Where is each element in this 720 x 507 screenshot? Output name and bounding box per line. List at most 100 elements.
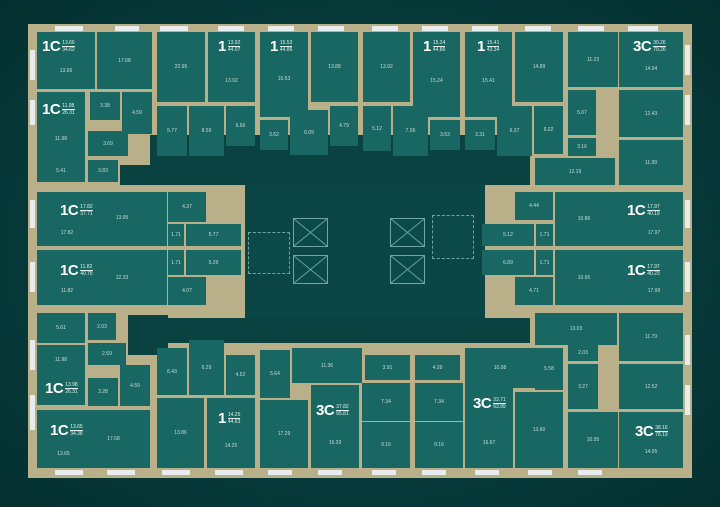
room[interactable]: 2.03 [88, 313, 116, 340]
window [30, 50, 35, 80]
room[interactable]: 2.69 [88, 343, 126, 365]
room[interactable]: 5.64 [260, 350, 290, 398]
room[interactable]: 5.77 [157, 106, 187, 156]
room[interactable]: 9.16 [362, 422, 410, 468]
room[interactable]: 14.05 [619, 412, 683, 468]
room[interactable]: 5.61 [37, 313, 85, 343]
room[interactable]: 13.92 [208, 32, 255, 102]
room[interactable]: 6.37 [497, 106, 532, 156]
room[interactable]: 7.34 [362, 383, 410, 421]
room[interactable]: 11.99 [619, 140, 683, 185]
room[interactable]: 22.95 [157, 32, 205, 102]
room[interactable]: 4.37 [168, 192, 206, 222]
room[interactable]: 12.52 [619, 364, 683, 409]
room[interactable]: 7.06 [393, 106, 428, 156]
room[interactable]: 16.67 [465, 385, 513, 468]
room[interactable]: 4.71 [515, 277, 553, 305]
room[interactable]: 3.16 [568, 138, 596, 156]
room[interactable]: 1.71 [168, 250, 184, 275]
room[interactable]: 13.92 [363, 32, 410, 102]
room[interactable]: 13.88 [311, 32, 358, 102]
room[interactable]: 4.59 [122, 92, 152, 134]
room[interactable]: 3.38 [90, 92, 120, 120]
room[interactable]: 12.19 [535, 158, 615, 185]
room[interactable]: 5.29 [186, 250, 241, 275]
room[interactable]: 17.68 [97, 32, 152, 89]
room[interactable]: 3.69 [88, 131, 128, 156]
room[interactable]: 11.36 [292, 348, 362, 383]
room[interactable]: 6.09 [290, 110, 328, 155]
room[interactable]: 5.07 [568, 90, 596, 135]
room[interactable]: 14.25 [207, 398, 255, 468]
room[interactable]: 10.95 [568, 412, 618, 468]
room[interactable]: 14.04 [619, 32, 683, 87]
room[interactable]: 6.66 [226, 106, 255, 146]
room[interactable]: 3.53 [430, 120, 460, 150]
room[interactable]: 17.29 [260, 400, 308, 468]
room[interactable]: 10.98 [465, 348, 535, 388]
room[interactable]: 5.41 [37, 160, 85, 182]
room[interactable]: 11.23 [568, 32, 618, 87]
room[interactable]: 3.62 [260, 120, 288, 150]
room[interactable]: 4.52 [226, 355, 255, 395]
room[interactable]: 4.59 [120, 365, 150, 406]
room[interactable]: 3.83 [88, 160, 118, 182]
room[interactable]: 1.71 [536, 250, 553, 275]
room[interactable]: 12.43 [619, 90, 683, 137]
room[interactable]: 1.71 [536, 224, 553, 246]
room[interactable]: 11.79 [619, 313, 683, 361]
room[interactable]: 13.03 [535, 313, 617, 345]
room[interactable]: 4.07 [168, 277, 206, 305]
room[interactable]: 11.98 [37, 345, 85, 405]
window [162, 470, 190, 475]
room[interactable]: 6.02 [534, 106, 563, 154]
room[interactable]: 2.03 [568, 345, 598, 361]
room[interactable]: 13.86 [157, 398, 204, 468]
room[interactable]: 13.60 [515, 392, 563, 468]
room[interactable]: 6.89 [482, 250, 534, 275]
room[interactable]: 7.34 [415, 383, 463, 421]
room[interactable]: 5.58 [535, 348, 563, 390]
room[interactable]: 1.71 [168, 224, 184, 246]
room[interactable]: 3.27 [568, 364, 598, 409]
room[interactable]: 5.12 [482, 224, 534, 246]
room[interactable]: 5.77 [186, 224, 241, 246]
room[interactable]: 3.31 [465, 120, 495, 150]
room[interactable]: 13.66 [37, 32, 95, 89]
room[interactable]: 6.43 [157, 348, 187, 395]
room[interactable]: 3.91 [365, 355, 410, 380]
room[interactable]: 5.12 [363, 106, 391, 151]
room[interactable]: 14.89 [515, 32, 563, 102]
window [218, 26, 244, 31]
room[interactable]: 9.16 [415, 422, 463, 468]
room[interactable]: 6.29 [189, 340, 224, 395]
room[interactable]: 4.79 [330, 106, 358, 146]
room[interactable]: 8.59 [189, 106, 224, 156]
room[interactable]: 4.39 [415, 355, 460, 380]
room[interactable]: 16.29 [311, 385, 359, 468]
room[interactable]: 3.28 [88, 378, 118, 406]
room[interactable]: 4.44 [515, 192, 553, 220]
